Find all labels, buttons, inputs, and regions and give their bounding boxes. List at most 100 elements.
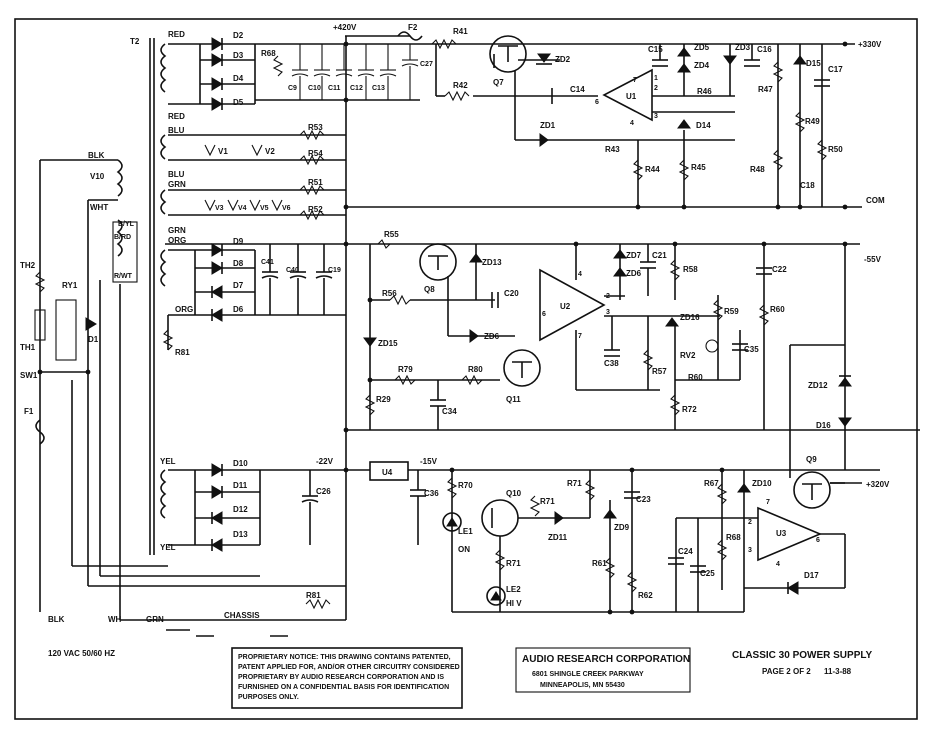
- varistor-v5: V5: [260, 205, 269, 212]
- cap-c14: C14: [570, 85, 585, 94]
- transistor-q11: Q11: [503, 349, 541, 404]
- resistor-r72: R81: [306, 591, 321, 600]
- cap-c40: C40: [286, 267, 299, 274]
- company-name: AUDIO RESEARCH CORPORATION: [522, 654, 690, 665]
- rail-plus-320: +320V: [830, 480, 890, 489]
- opamp-u2: U2 4 6 2 3 7: [539, 268, 610, 342]
- company-block: AUDIO RESEARCH CORPORATION 6801 SHINGLE …: [515, 647, 691, 693]
- zener-zd13-label: ZD13: [482, 258, 502, 267]
- winding-grn-bottom: GRN: [168, 226, 186, 235]
- pin-label: 3: [748, 547, 752, 554]
- varistor-v4: V4: [238, 205, 247, 212]
- cap-c19: C19: [328, 267, 341, 274]
- resistor-r59: R59: [724, 307, 739, 316]
- zener-zd16: ZD16: [680, 313, 700, 322]
- primary-v10: V10: [90, 172, 105, 181]
- diode-d2: D2: [233, 31, 244, 40]
- resistor-r64: R68: [726, 533, 741, 542]
- resistor-r67: R71: [540, 497, 555, 506]
- cap-c16: C16: [757, 45, 772, 54]
- regulator-u4-label: U4: [382, 468, 393, 477]
- resistor-r58: R58: [683, 265, 698, 274]
- resistor-r60: R60: [770, 305, 785, 314]
- proprietary-notice: PROPRIETARY NOTICE: THIS DRAWING CONTAIN…: [231, 647, 463, 709]
- resistor-r62: R62: [638, 591, 653, 600]
- cap-c24: C24: [678, 547, 693, 556]
- notice-line: PROPRIETARY NOTICE: THIS DRAWING CONTAIN…: [238, 654, 451, 661]
- zener-zd13: ZD13: [469, 253, 502, 267]
- rail-plus-320-label: +320V: [866, 480, 890, 489]
- resistor-r66-lower: R71: [506, 559, 521, 568]
- zener-zd9: ZD9: [614, 523, 630, 532]
- neg55-right: ZD7 ZD6 C21 R58 ZD16 C38 R57 R59 RV2 C35…: [604, 244, 787, 430]
- bridge-mid: D9 D8 D7 D6 R81: [162, 237, 256, 357]
- pin-label: 6: [542, 311, 546, 318]
- diode-d17: D17: [804, 571, 819, 580]
- resistor-r71: R81: [175, 348, 190, 357]
- mains-blk-label: BLK: [48, 615, 65, 624]
- zener-zd11: ZD12: [808, 381, 828, 390]
- cap-c10: C10: [308, 85, 321, 92]
- led-le2: LE2: [506, 585, 521, 594]
- primary-wht: WHT: [90, 203, 108, 212]
- pin-label: 2: [748, 519, 752, 526]
- zener-zd10: ZD10: [752, 479, 772, 488]
- resistor-r47: R47: [758, 85, 773, 94]
- opamp-u2-label: U2: [560, 302, 571, 311]
- rail-minus-55: -55V: [165, 243, 882, 264]
- title-block: CLASSIC 30 POWER SUPPLY PAGE 2 OF 2 11-3…: [732, 650, 873, 676]
- transistor-q10: Q10: [506, 489, 522, 498]
- transistor-q8: Q8: [419, 243, 457, 294]
- drawing-date: 11-3-88: [824, 667, 852, 676]
- resistor-r70: R72: [682, 405, 697, 414]
- resistor-r57: R57: [652, 367, 667, 376]
- cap-c15: C15: [648, 45, 663, 54]
- resistor-r54: R54: [308, 149, 323, 158]
- resistor-r46: R46: [697, 87, 712, 96]
- cap-c23: C23: [636, 495, 651, 504]
- mains-input: TH2 TH1 RY1 D1 SW1 F1 BLK WH GRN CHASSIS…: [20, 159, 346, 658]
- neg55-regulator: R55 R56 ZD15 R29 R79 R80 C34: [363, 230, 500, 430]
- cap-c35: C35: [744, 345, 759, 354]
- opamp-u1: U1 7 1 2 6 4 3: [595, 68, 735, 127]
- resistor-r29: R80: [468, 365, 483, 374]
- opamp-u3-label: U3: [776, 529, 787, 538]
- cap-c21: C21: [652, 251, 667, 260]
- resistor-r60-lower: R60: [688, 373, 703, 382]
- company-address: 6801 SHINGLE CREEK PARKWAY: [532, 671, 644, 678]
- resistor-r81: R29: [376, 395, 391, 404]
- zener-zd4: ZD4: [694, 61, 710, 70]
- regulator-u4: U4 -15V C36: [369, 457, 880, 545]
- winding-yel-top: YEL: [160, 457, 176, 466]
- zener-zd2-label: ZD2: [555, 55, 571, 64]
- pin-label: 7: [578, 333, 582, 340]
- mains-chassis-label: CHASSIS: [224, 611, 260, 620]
- transistor-q9: Q9: [806, 455, 817, 464]
- resistor-r49: R49: [805, 117, 820, 126]
- cap-c13: C13: [372, 85, 385, 92]
- winding-yel-bottom: YEL: [160, 543, 176, 552]
- cap-c26: C26: [316, 487, 331, 496]
- resistor-r79: R79: [398, 365, 413, 374]
- plus320-chain: ZD12 D16 Q9: [789, 244, 852, 509]
- diode-d12: D12: [233, 505, 248, 514]
- mains-spec-label: 120 VAC 50/60 HZ: [48, 649, 115, 658]
- resistor-r61: R61: [592, 559, 607, 568]
- zener-zd1: ZD1 R43: [515, 121, 735, 154]
- pin-label: 4: [578, 271, 582, 278]
- varistor-v1: V1: [218, 147, 228, 156]
- primary-rwt: R/WT: [114, 273, 133, 280]
- pin-label: 6: [595, 99, 599, 106]
- zener-zd15: ZD15: [378, 339, 398, 348]
- pin-label: 6: [816, 537, 820, 544]
- resistor-r48: R48: [750, 165, 765, 174]
- transistor-q7-label: Q7: [493, 78, 504, 87]
- resistor-r63: R67: [704, 479, 719, 488]
- zener-zd6-b: ZD6: [626, 269, 642, 278]
- drawing-page: PAGE 2 OF 2: [762, 667, 811, 676]
- primary-brd: B/RD: [114, 234, 131, 241]
- sheet-border: [14, 18, 918, 720]
- cap-c25: C25: [700, 569, 715, 578]
- cap-c12: C12: [350, 85, 363, 92]
